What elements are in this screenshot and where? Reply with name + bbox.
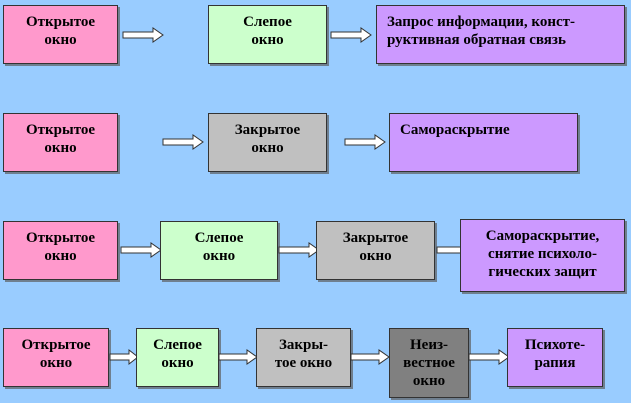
psychotherapy-box: Психоте- рапия [507,328,603,387]
arrow [120,242,162,258]
open-window-box: Открытое окно [3,221,118,280]
open-window-box: Открытое окно [3,328,109,387]
blind-window-box: Слепое окно [160,221,278,280]
self-disclosure-defenses-box: Самораскрытие, снятие психоло- гических … [460,219,625,292]
arrow [468,349,510,365]
closed-window-box: Закры- тое окно [256,328,351,387]
unknown-window-box: Неиз- вестное окно [389,328,469,398]
open-window-box: Открытое окно [3,113,118,172]
arrow [344,134,386,150]
arrow [330,27,372,43]
open-window-box: Открытое окно [3,5,118,64]
arrow [278,242,320,258]
arrow [122,27,164,43]
arrow [109,348,139,366]
arrow [350,349,390,365]
blind-window-box: Слепое окно [208,5,327,64]
arrow [162,134,204,150]
self-disclosure-box: Самораскрытие [389,113,578,172]
closed-window-box: Закрытое окно [208,113,327,172]
closed-window-box: Закрытое окно [316,221,435,280]
feedback-request-box: Запрос информации, конст- руктивная обра… [376,5,625,64]
arrow [218,349,258,365]
blind-window-box: Слепое окно [136,328,219,387]
